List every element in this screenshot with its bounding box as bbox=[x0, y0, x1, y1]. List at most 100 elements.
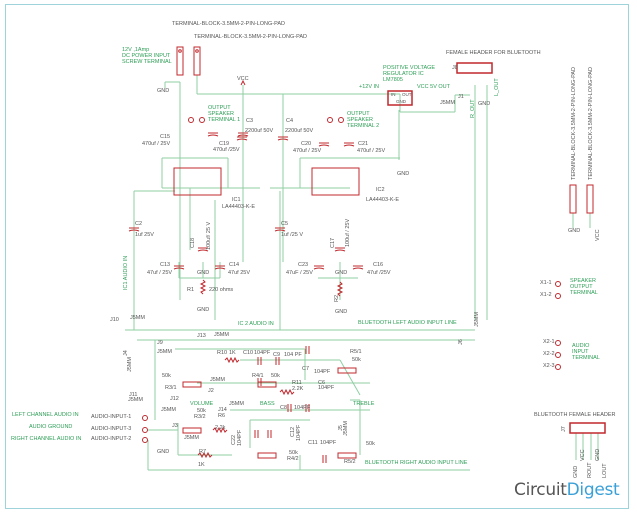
terminal-block-label-1: TERMINAL-BLOCK-3.5MM-2-PIN-LONG-PAD bbox=[172, 21, 285, 27]
r3-1-value: 50k bbox=[162, 373, 171, 379]
gnd-label: GND bbox=[397, 171, 410, 177]
j14-label: J14 bbox=[218, 407, 227, 413]
audio-input-1: AUDIO-INPUT-1 bbox=[91, 414, 132, 420]
c13-value: 47uf / 25V bbox=[147, 270, 173, 276]
r7-value: 1K bbox=[198, 462, 205, 468]
c19-label: C19 bbox=[219, 141, 230, 147]
bt-header-title: FEMALE HEADER FOR BLUETOOTH bbox=[446, 50, 541, 56]
bluetooth-header bbox=[456, 62, 493, 74]
audio-input-2: AUDIO-INPUT-2 bbox=[91, 436, 132, 442]
x2-3-label: X2-3 bbox=[543, 363, 555, 369]
r11-value: 2.2K bbox=[292, 386, 304, 392]
l-out-label: L_OUT bbox=[494, 78, 500, 96]
c16-value: 47uf /25V bbox=[367, 270, 391, 276]
gnd-label: GND bbox=[568, 228, 581, 234]
j6-part: J5MM bbox=[474, 312, 480, 327]
ic1-part: LA44403-K-E bbox=[222, 204, 256, 210]
j11-part: J5MM bbox=[128, 397, 143, 403]
bt-right-line-label: BLUETOOTH RIGHT AUDIO INPUT LINE bbox=[365, 460, 468, 466]
ic2-label: IC2 bbox=[376, 187, 385, 193]
reg-out-label: OUT bbox=[402, 92, 412, 97]
gnd-label: GND bbox=[335, 309, 348, 315]
c20-value: 470uf / 25V bbox=[293, 148, 322, 154]
bt-pin-vcc: VCC bbox=[580, 449, 586, 461]
c20-label: C20 bbox=[301, 141, 312, 147]
c2-label: C2 bbox=[135, 221, 143, 227]
ic2-audio-in-label: IC 2 AUDIO IN bbox=[238, 321, 274, 327]
c18-label: C18 bbox=[190, 237, 196, 248]
terminal-block-vcc-label: TERMINAL-BLOCK-3.5MM-2-PIN-LONG-PAD bbox=[588, 67, 594, 180]
r4-2-label: R4/2 bbox=[287, 456, 299, 462]
c15-label: C15 bbox=[160, 134, 171, 140]
r5-2-label: R5/2 bbox=[344, 459, 356, 465]
speaker-terminal-1-label: OUTPUT SPEAKER TERMINAL 1 bbox=[208, 105, 241, 123]
c2-value: 1uf 25V bbox=[135, 232, 154, 238]
j1-label: J1 bbox=[458, 94, 464, 100]
c11-value: 104PF bbox=[320, 440, 337, 446]
c14-label: C14 bbox=[229, 262, 240, 268]
bt-left-line-label: BLUETOOTH LEFT AUDIO INPUT LINE bbox=[358, 320, 457, 326]
bt-gnd-label: GND bbox=[478, 101, 491, 107]
c10-label: C10 bbox=[243, 350, 254, 356]
j13-label: J13 bbox=[197, 333, 206, 339]
c19-value: 470uf /25V bbox=[213, 147, 240, 153]
c14-value: 47uf 25V bbox=[228, 270, 251, 276]
r6-label: R6 bbox=[218, 413, 226, 419]
c3-label: C3 bbox=[246, 118, 254, 124]
x1-1-label: X1-1 bbox=[540, 280, 552, 286]
j13-part: J5MM bbox=[214, 332, 229, 338]
vcc-label: VCC bbox=[237, 76, 249, 82]
j2-part: J5MM bbox=[210, 377, 225, 383]
j1-part-label: J5MM bbox=[440, 100, 455, 106]
c12-value: 104PF bbox=[296, 424, 302, 441]
circuitdigest-logo: CircuitDigest bbox=[514, 480, 620, 500]
vcc5-label: VCC 5V OUT bbox=[417, 84, 451, 90]
j9-part: J5MM bbox=[157, 349, 172, 355]
reg-gnd-label: GND bbox=[396, 99, 406, 104]
bt-pin-rout: ROUT bbox=[587, 462, 593, 478]
gnd-label: GND bbox=[197, 307, 210, 313]
logo-circuit: Circuit bbox=[514, 480, 567, 500]
c23-value: 47uF / 25V bbox=[286, 270, 313, 276]
r5-2-value: 50k bbox=[366, 441, 375, 447]
r3-2-label: R3/2 bbox=[194, 414, 206, 420]
c3-value: 2200uf 50V bbox=[245, 128, 274, 134]
r3-2-value: 50k bbox=[197, 408, 206, 414]
audio-input-terminal-label: AUDIO INPUT TERMINAL bbox=[572, 343, 600, 361]
bt-female-header-title: BLUETOOTH FEMALE HEADER bbox=[534, 412, 616, 418]
r2-label: R2 bbox=[334, 294, 340, 302]
c17-value: 100uf / 25V bbox=[345, 218, 351, 247]
terminal-block-power bbox=[176, 46, 184, 76]
c9-label: C9 bbox=[273, 352, 281, 358]
audio-input-3: AUDIO-INPUT-3 bbox=[91, 426, 132, 432]
j2-label: J2 bbox=[208, 388, 214, 394]
r6-value: 2.2k bbox=[215, 425, 226, 431]
c5-label: C5 bbox=[281, 221, 289, 227]
c21-value: 470uf / 25V bbox=[357, 148, 386, 154]
r10-label: R10 bbox=[217, 350, 228, 356]
r-out-label: R_OUT bbox=[470, 99, 476, 118]
j12-label: J12 bbox=[170, 396, 179, 402]
j3-label: J3 bbox=[172, 423, 178, 429]
c7-value: 104PF bbox=[314, 369, 331, 375]
gnd-label: GND bbox=[157, 88, 170, 94]
ic1-label: IC1 bbox=[232, 197, 241, 203]
j12-part: J5MM bbox=[161, 407, 176, 413]
c18-value: 100uf/ 25 V bbox=[206, 221, 212, 250]
vcc-label: VCC bbox=[595, 229, 601, 241]
r5-1-value: 50k bbox=[352, 357, 361, 363]
j10-label: J10 bbox=[110, 317, 119, 323]
gnd-label: GND bbox=[197, 270, 210, 276]
c13-label: C13 bbox=[160, 262, 171, 268]
j14-part: J5MM bbox=[229, 401, 244, 407]
bt-pin-gnd2: GND bbox=[595, 448, 601, 461]
bt-female-header-ref: J7 bbox=[561, 426, 567, 432]
volume-label: VOLUME bbox=[190, 401, 214, 407]
logo-digest: Digest bbox=[566, 480, 620, 500]
c6-label: C6 bbox=[318, 380, 326, 386]
bt-pin-lout: LOUT bbox=[602, 463, 608, 478]
bt-female-header bbox=[569, 422, 606, 434]
bt-pin-gnd: GND bbox=[573, 465, 579, 478]
treble-label: TREBLE bbox=[353, 401, 375, 407]
